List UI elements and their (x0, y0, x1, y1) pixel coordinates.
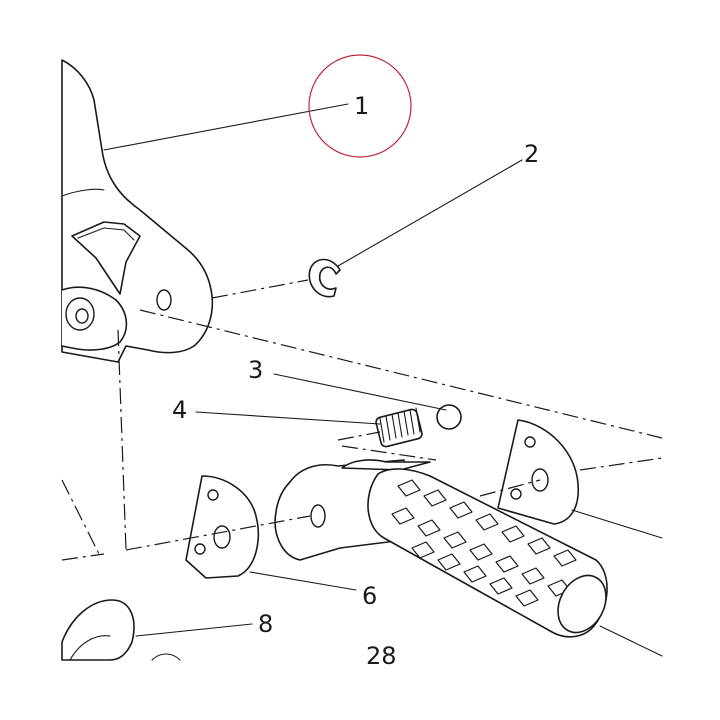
frame-bracket (61, 59, 214, 363)
callout-4: 4 (172, 396, 187, 424)
footpeg-pivot-hole (310, 504, 326, 528)
washer (61, 599, 181, 661)
callout-3: 3 (248, 356, 263, 384)
callout-1: 1 (354, 92, 369, 120)
spring (375, 407, 423, 448)
page-number: 28 (366, 642, 397, 670)
plate-left (185, 475, 260, 579)
callout-2: 2 (524, 140, 539, 168)
leader-lines (103, 103, 663, 657)
grip-end-cap (557, 574, 607, 634)
circlip (308, 258, 341, 298)
callout-1-highlight (308, 54, 412, 158)
callout-8: 8 (258, 610, 273, 638)
bracket-pin-hole (156, 289, 172, 311)
plate-right (497, 419, 579, 525)
callout-6: 6 (362, 582, 377, 610)
detent-ball (436, 404, 462, 430)
assembly-axis-lines (61, 279, 663, 561)
footpeg (274, 459, 608, 638)
grip-knurling (391, 479, 577, 607)
